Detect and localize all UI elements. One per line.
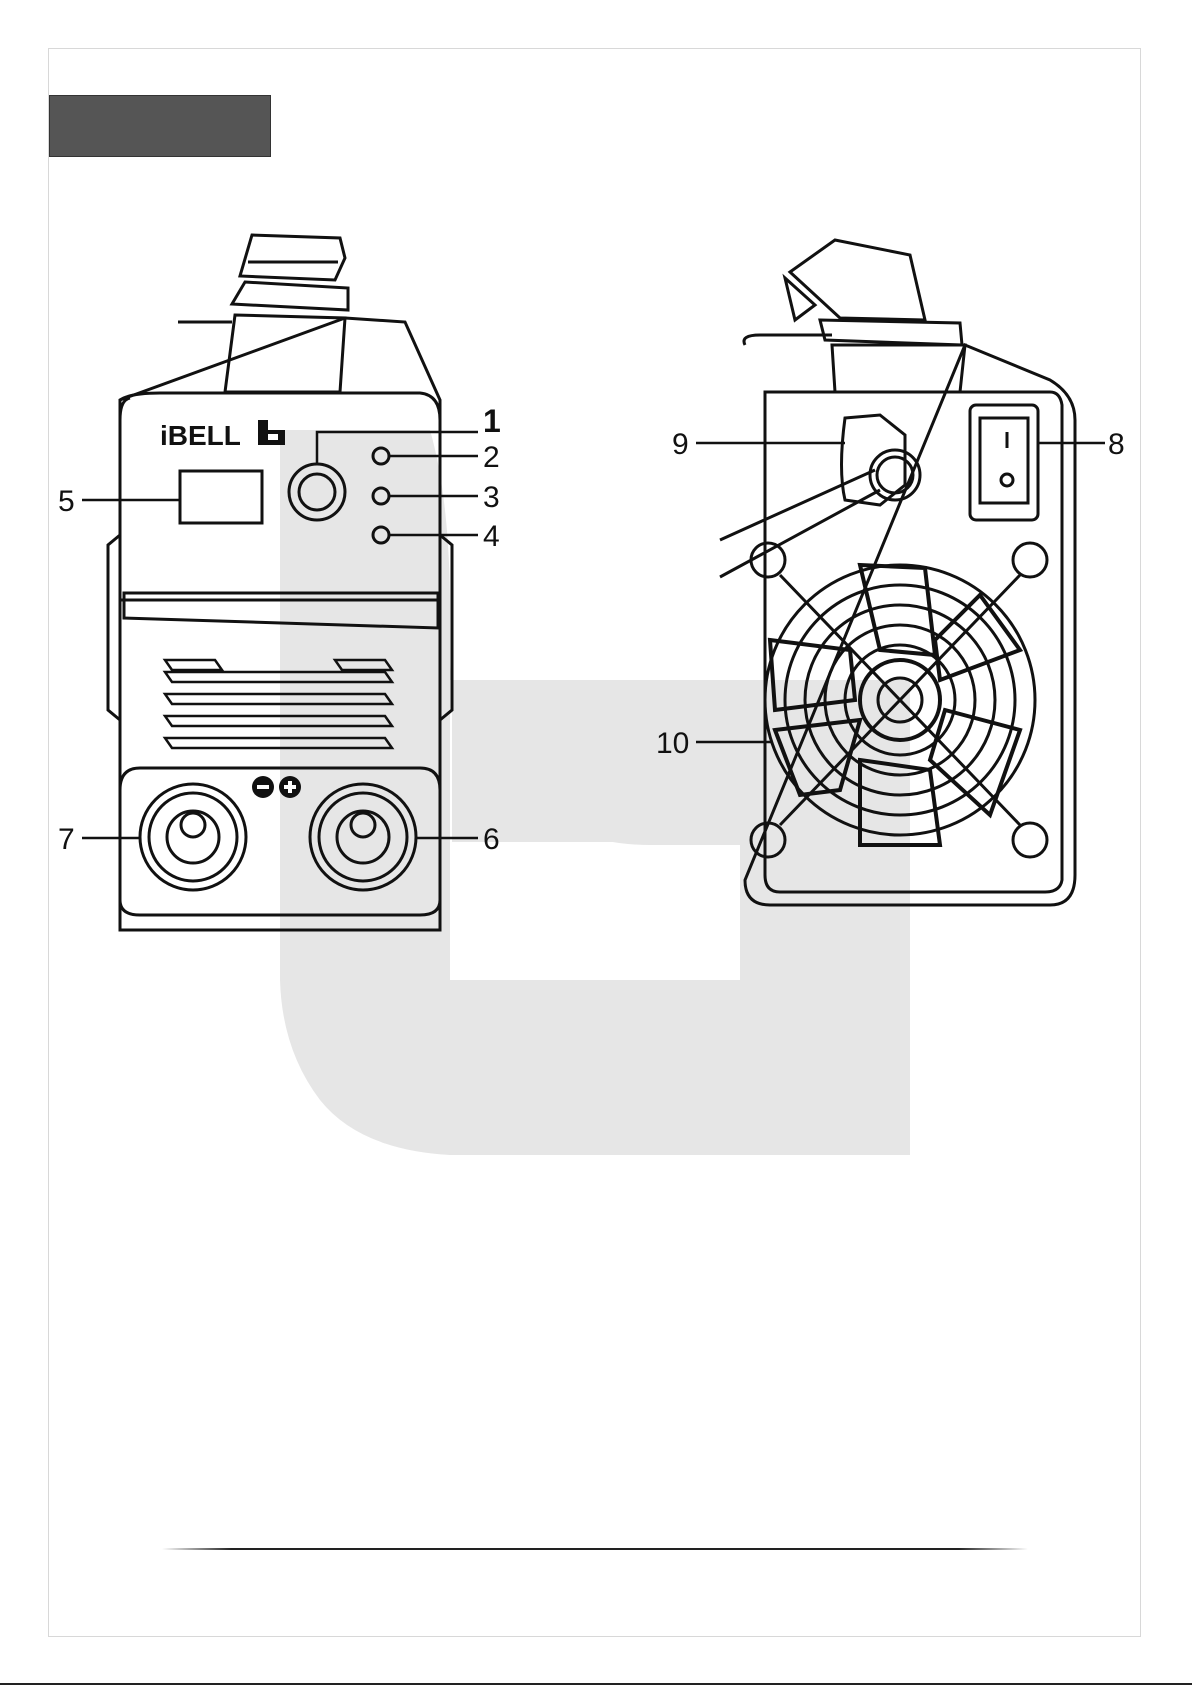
polarity-symbols: [252, 776, 301, 798]
callout-9: 9: [672, 428, 689, 461]
footer-rule: [162, 1548, 1028, 1550]
brand-logo: iBELL: [160, 420, 285, 451]
display-screen: [180, 471, 262, 523]
callout-8: 8: [1108, 428, 1125, 461]
callout-10: 10: [656, 727, 689, 760]
callout-3: 3: [483, 481, 500, 514]
callout-1: 1: [483, 403, 501, 439]
callout-2: 2: [483, 441, 500, 474]
svg-text:iBELL: iBELL: [160, 420, 241, 451]
callout-5: 5: [58, 485, 75, 518]
callout-6: 6: [483, 823, 500, 856]
callout-4: 4: [483, 520, 500, 553]
callout-7: 7: [58, 823, 75, 856]
negative-terminal: [140, 784, 246, 890]
